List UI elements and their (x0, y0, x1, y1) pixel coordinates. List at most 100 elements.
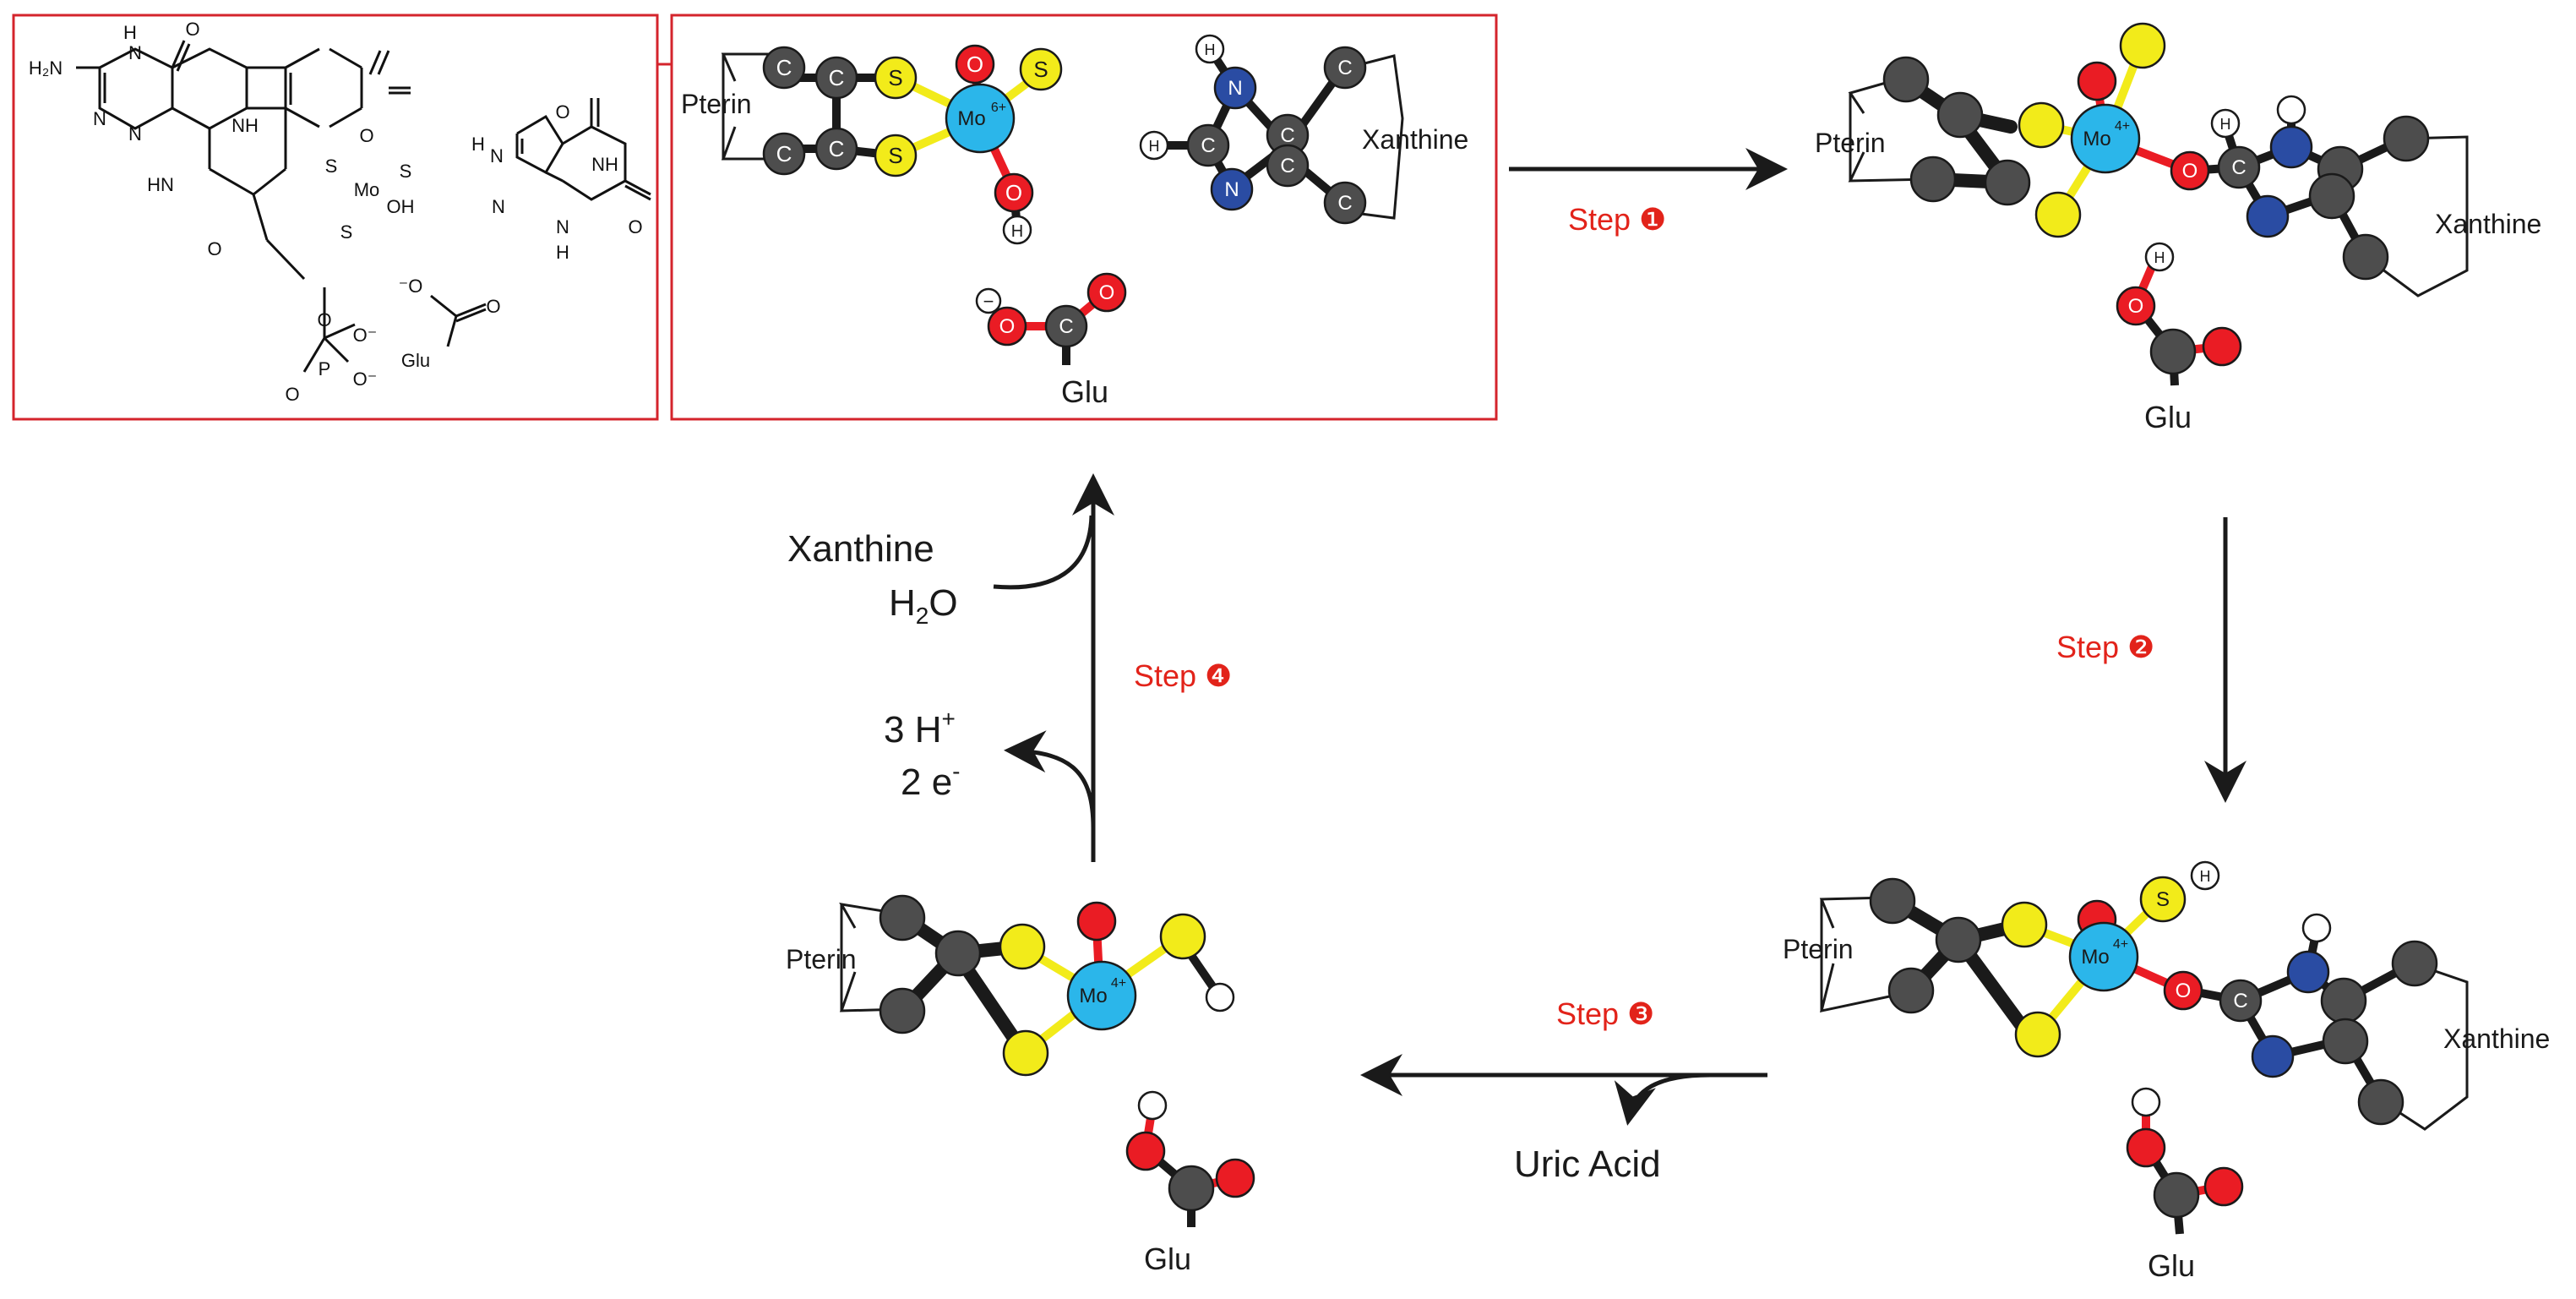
s4-atom-c2 (934, 930, 982, 977)
s2-atom-c6 (2308, 172, 2355, 220)
atom-x-c3 (1266, 144, 1310, 188)
s2-atom-o-bridge (2170, 150, 2210, 191)
panel-b-glu-label: Glu (1061, 374, 1108, 409)
label-nh-top: H (123, 22, 137, 43)
s4-label-mo-charge: 4+ (1111, 976, 1126, 991)
s2-atom-n2 (2246, 194, 2290, 238)
label-nh-ring: NH (231, 115, 259, 136)
s2-glu-c (2149, 328, 2197, 375)
label-mo-6: Mo (957, 107, 985, 130)
molybdopterin-skeleton (76, 40, 487, 373)
protons-label: 3 H+ (884, 706, 956, 750)
s2-glu-h-label: H (2154, 249, 2165, 266)
label-x-n2: N (492, 196, 505, 217)
atom-x-h1 (1195, 34, 1225, 64)
s3-atom-n2 (2251, 1034, 2295, 1078)
label-x-h2: H (1149, 138, 1160, 155)
state2-glu-label: Glu (2144, 400, 2192, 434)
s2-glu-o-label: O (2128, 295, 2144, 318)
state3-glu: Glu (2126, 1087, 2244, 1283)
label-h2n: H₂N (29, 57, 63, 79)
atom-glu-o2 (1086, 272, 1127, 313)
state4-pterin-label: Pterin (786, 944, 857, 974)
atom-x-c4 (1323, 46, 1367, 90)
panel-b-pterin-label: Pterin (681, 89, 752, 119)
reaction-arrows (993, 148, 2247, 1126)
label-x-n1: N (490, 145, 504, 166)
s2-label-c: C (2231, 156, 2246, 179)
state-2-tetrahedral-intermediate: Mo 4+ O C H Pterin Xanthine H O (1815, 22, 2541, 434)
atom-s-thio (1019, 47, 1063, 91)
label-c2: C (776, 141, 792, 166)
step2-label: Step ❷ (2056, 630, 2154, 664)
s4-glu-c (1168, 1165, 1215, 1212)
s3-atom-c1 (1869, 877, 1916, 925)
s2-atom-mo (2070, 103, 2141, 174)
state3-xanthine-label: Xanthine (2443, 1023, 2550, 1054)
label-c3: C (829, 65, 845, 90)
label-x-c2: C (1280, 124, 1294, 147)
s4-atom-s1 (999, 923, 1046, 970)
step3-label: Step ❸ (1556, 996, 1654, 1031)
label-thio: S (400, 161, 412, 182)
state3-xanthine-bracket (2380, 962, 2469, 1131)
s2-atom-c8 (2342, 233, 2389, 281)
label-s-bottom: S (340, 221, 353, 243)
s2-atom-s-thio (2119, 22, 2166, 69)
s2-atom-c2 (1936, 91, 1984, 139)
s2-atom-c3 (1909, 156, 1957, 203)
atom-c4 (814, 127, 858, 171)
atom-x-n2 (1210, 167, 1254, 211)
label-o-p1: O (285, 384, 299, 405)
s3-label-s: S (2156, 888, 2170, 911)
state3-pterin-bracket (1819, 896, 1910, 1012)
step-labels: Step ❶ Step ❷ Step ❸ Step ❹ (1134, 202, 2154, 1031)
s2-label-mo-charge: 4+ (2115, 119, 2130, 134)
s2-atom-c-xan (2217, 145, 2261, 189)
step1-label: Step ❶ (1568, 202, 1666, 237)
s3-atom-c3 (1887, 967, 1935, 1014)
s3-atom-c7 (2391, 940, 2438, 987)
atom-x-c5 (1323, 181, 1367, 225)
s2-label-o: O (2182, 160, 2198, 183)
state-4-reduced-cofactor: Mo 4+ Pterin Glu (786, 894, 1255, 1276)
s3-label-o: O (2176, 980, 2192, 1002)
atom-o-hydroxo (994, 172, 1034, 213)
arrow-protons-electrons-out (1004, 730, 1096, 829)
label-oxo: O (359, 125, 373, 146)
panel-b-atoms (762, 44, 1063, 245)
label-c1: C (776, 55, 792, 80)
s4-atom-c3 (879, 987, 926, 1034)
atom-x-n1 (1213, 66, 1257, 110)
label-hn-ring: HN (147, 174, 174, 195)
side-species: Uric Acid Xanthine H2O 3 H+ 2 e- (787, 528, 1661, 1185)
state2-xanthine-label: Xanthine (2435, 209, 2541, 239)
s3-label-h-s: H (2200, 868, 2211, 885)
label-x-h-top: H (471, 134, 485, 155)
atom-x-h2 (1139, 130, 1169, 161)
label-hydroxo: OH (387, 196, 415, 217)
s4-atom-sh (1159, 913, 1206, 960)
panel-a-structure: H N O H₂N N N NH HN O S S Mo O S OH O P … (12, 14, 672, 421)
s3-label-c: C (2233, 990, 2247, 1012)
label-x-c5: C (1337, 192, 1352, 215)
s3-atom-mo (2068, 921, 2139, 992)
atom-glu-c (1044, 304, 1088, 348)
label-n-left: N (93, 108, 106, 129)
s2-label-mo: Mo (2083, 128, 2110, 150)
label-x-o-right: O (628, 216, 642, 237)
s4-glu-h (1137, 1090, 1168, 1121)
panel-b-initial-state: C C C C S S O S O H Mo 6+ Pterin (670, 14, 1498, 421)
s4-glu-o2 (1215, 1158, 1255, 1198)
pterin-bracket (721, 52, 781, 161)
panel-a-frame (12, 14, 659, 421)
s2-atom-s1 (2018, 101, 2065, 149)
label-o-ring: O (207, 238, 221, 259)
s2-atom-n1 (2269, 125, 2313, 169)
s2-atom-c4 (1984, 159, 2031, 206)
label-glu-o2: O (1099, 281, 1115, 304)
label-s1: S (888, 65, 902, 90)
s2-atom-o-oxo (2077, 61, 2117, 101)
electrons-label: 2 e- (901, 758, 961, 803)
